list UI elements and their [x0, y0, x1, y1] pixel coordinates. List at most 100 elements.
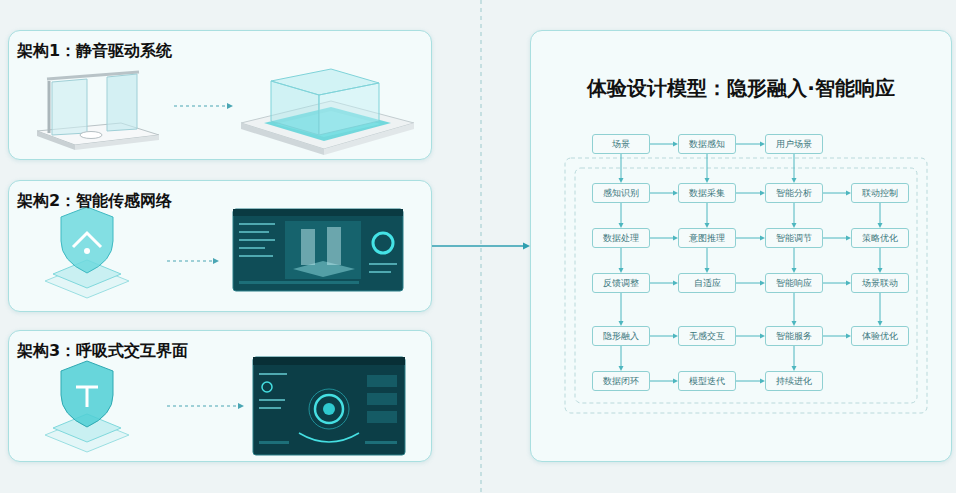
step-label: 体验优化 [858, 327, 902, 345]
panel-title: 架构3：呼吸式交互界面 [17, 341, 188, 362]
connector-line [736, 283, 761, 284]
process-box: 数据采集 [678, 183, 736, 203]
flow-arrow [619, 203, 624, 228]
step-label: 场景 [599, 135, 643, 153]
step-label: 隐形融入 [599, 327, 643, 345]
flow-arrow [650, 281, 678, 286]
flow-arrow [736, 191, 765, 196]
flow-arrow [650, 142, 678, 147]
process-box: 策略优化 [851, 228, 909, 248]
connector-line [823, 283, 847, 284]
panel-title: 架构2：智能传感网络 [17, 191, 172, 212]
flow-arrow [736, 142, 765, 147]
architecture-panel: 架构2：智能传感网络 [8, 180, 432, 312]
process-box: 感知识别 [592, 183, 650, 203]
process-box: 场景联动 [851, 273, 909, 293]
flow-arrow [619, 154, 624, 183]
flow-arrow [792, 154, 797, 183]
step-label: 用户场景 [772, 135, 816, 153]
step-label: 场景联动 [858, 274, 902, 292]
connector-line [736, 144, 761, 145]
panel-title: 架构1：静音驱动系统 [17, 41, 172, 62]
step-label: 智能响应 [772, 274, 816, 292]
connector-line [880, 293, 881, 322]
step-label: 感知识别 [599, 184, 643, 202]
flow-arrow [619, 346, 624, 371]
connector-line [650, 238, 674, 239]
flow-arrow [736, 334, 765, 339]
process-box: 智能响应 [765, 273, 823, 293]
process-box: 体验优化 [851, 326, 909, 346]
step-label: 数据处理 [599, 229, 643, 247]
connector-line [823, 336, 847, 337]
flow-arrow [823, 334, 851, 339]
process-box: 隐形融入 [592, 326, 650, 346]
process-box: 无感交互 [678, 326, 736, 346]
process-box: 数据感知 [678, 134, 736, 154]
connector-line [736, 381, 761, 382]
flow-arrow [823, 281, 851, 286]
connector-line [794, 346, 795, 367]
flow-arrow [650, 191, 678, 196]
flow-arrow [705, 154, 710, 183]
connector-line [432, 245, 524, 247]
architecture-panel: 架构1：静音驱动系统 [8, 30, 432, 160]
connector-line [736, 238, 761, 239]
connector-line [650, 283, 674, 284]
connector-line [650, 336, 674, 337]
connector-line [880, 203, 881, 224]
connector-line [794, 154, 795, 179]
step-label: 策略优化 [858, 229, 902, 247]
connector-line [621, 248, 622, 269]
connector-line [621, 203, 622, 224]
flow-arrow [878, 248, 883, 273]
connector-line [707, 203, 708, 224]
flow-arrow [823, 236, 851, 241]
step-label: 智能分析 [772, 184, 816, 202]
flow-arrow [792, 346, 797, 371]
flow-arrow [650, 236, 678, 241]
connector-line [794, 248, 795, 269]
connector-line [823, 193, 847, 194]
connector-line [707, 248, 708, 269]
connector-line [794, 203, 795, 224]
flow-arrow [878, 203, 883, 228]
architecture-panel: 架构3：呼吸式交互界面 [8, 330, 432, 462]
connector-line [707, 154, 708, 179]
flow-arrow [650, 334, 678, 339]
flow-arrow [619, 248, 624, 273]
connector-line [621, 154, 622, 179]
flow-arrow [736, 236, 765, 241]
step-label: 意图推理 [685, 229, 729, 247]
step-label: 自适应 [685, 274, 729, 292]
step-label: 模型迭代 [685, 372, 729, 390]
inner-dashed-frame [575, 168, 917, 403]
process-box: 意图推理 [678, 228, 736, 248]
flow-arrow [792, 203, 797, 228]
connector-line [650, 381, 674, 382]
arrow-head [523, 243, 530, 250]
flow-arrow [878, 293, 883, 326]
flow-arrow [432, 243, 530, 250]
step-label: 反馈调整 [599, 274, 643, 292]
connector-line [650, 144, 674, 145]
step-label: 持续进化 [772, 372, 816, 390]
process-box: 持续进化 [765, 371, 823, 391]
step-label: 数据采集 [685, 184, 729, 202]
flow-arrow [736, 281, 765, 286]
connector-line [736, 336, 761, 337]
process-box: 联动控制 [851, 183, 909, 203]
model-panel: 体验设计模型：隐形融入·智能响应场景数据感知用户场景感知识别数据采集智能分析联动… [530, 30, 952, 462]
flow-arrow [705, 248, 710, 273]
process-box: 用户场景 [765, 134, 823, 154]
flow-arrow [792, 248, 797, 273]
step-label: 无感交互 [685, 327, 729, 345]
process-box: 场景 [592, 134, 650, 154]
step-label: 数据感知 [685, 135, 729, 153]
connector-line [650, 193, 674, 194]
connector-line [736, 193, 761, 194]
flow-arrow [650, 379, 678, 384]
step-label: 数据闭环 [599, 372, 643, 390]
process-box: 智能分析 [765, 183, 823, 203]
process-box: 自适应 [678, 273, 736, 293]
